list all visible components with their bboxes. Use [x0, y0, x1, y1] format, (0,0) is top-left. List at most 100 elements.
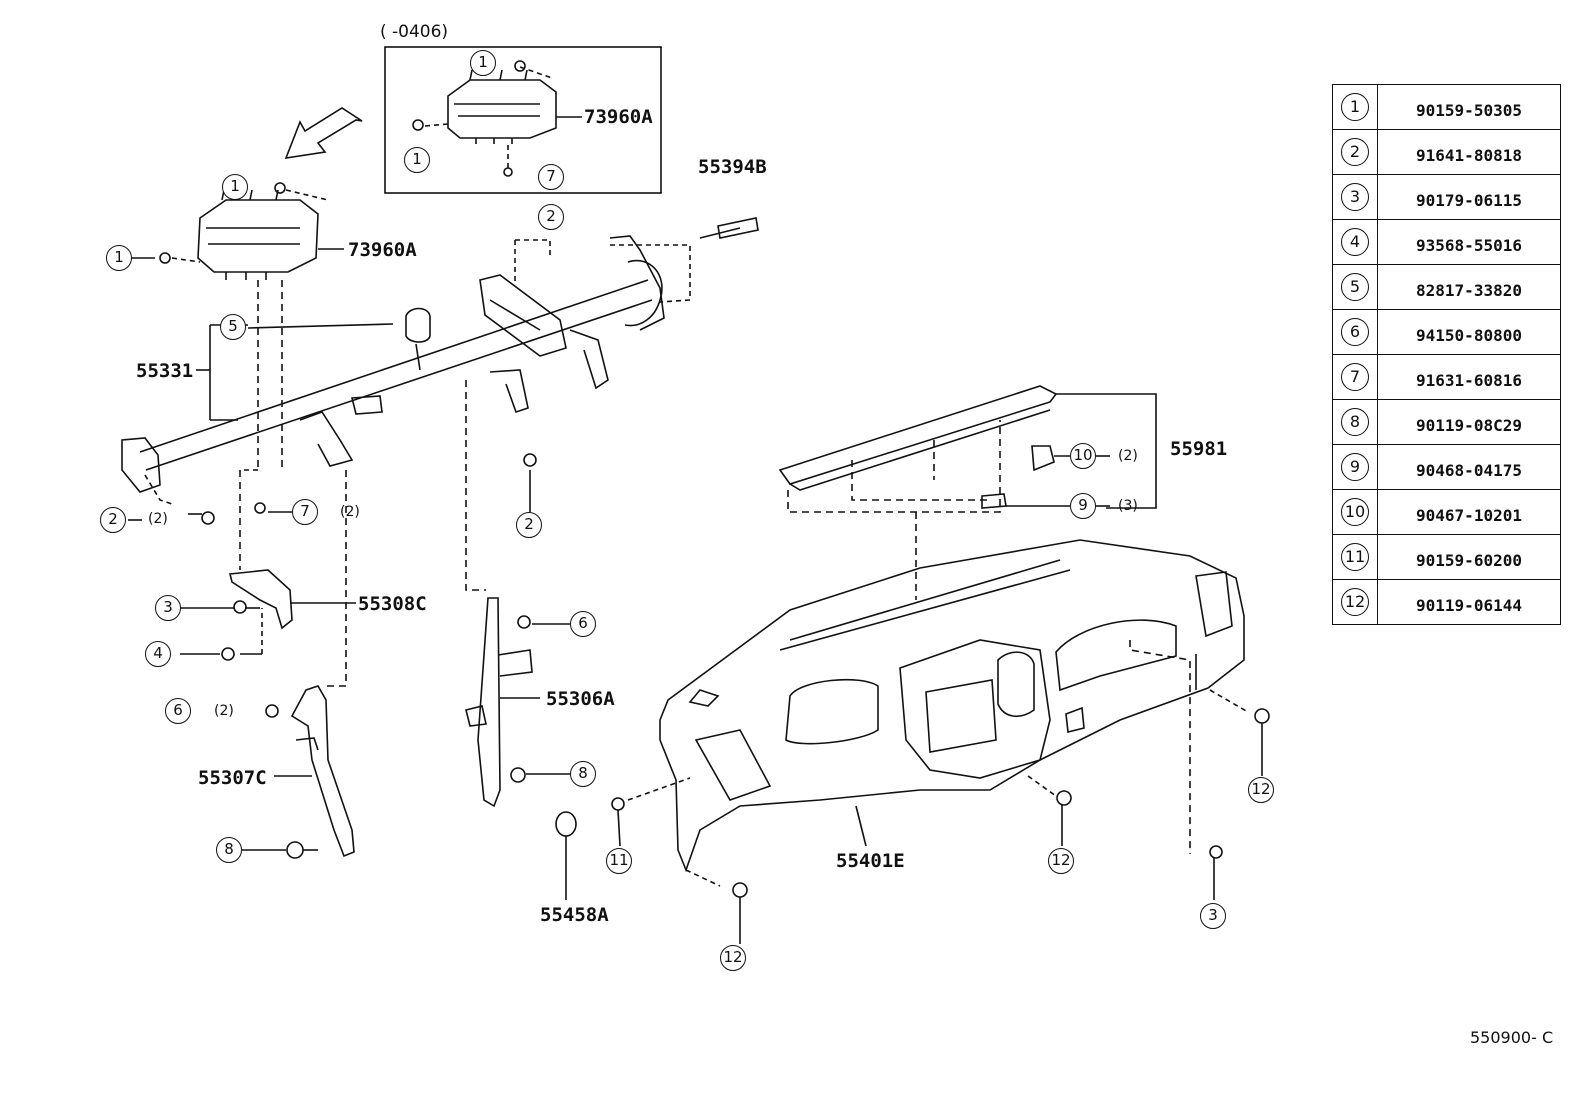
- part-key-number: 4: [1341, 228, 1369, 256]
- bracket-55308c-drawing: [221, 469, 356, 661]
- part-table-key-cell: 10: [1332, 489, 1378, 535]
- qty-7-main: (2): [340, 504, 360, 520]
- callout-3-left: 3: [155, 595, 181, 621]
- label-55331: 55331: [136, 360, 194, 382]
- part-key-number: 7: [1341, 363, 1369, 391]
- part-table-key-cell: 3: [1332, 174, 1378, 220]
- part-table-key-cell: 6: [1332, 309, 1378, 355]
- part-table-key-cell: 4: [1332, 219, 1378, 265]
- part-key-number: 8: [1341, 408, 1369, 436]
- reinforcement-drawing: [121, 217, 759, 525]
- callout-10: 10: [1070, 443, 1096, 469]
- part-table-key-cell: 2: [1332, 129, 1378, 175]
- part-table-row: 10 90467-10201: [1332, 489, 1561, 535]
- part-number: 90179-06115: [1377, 174, 1561, 220]
- callout-1-main-left: 1: [106, 245, 132, 271]
- inset-frame: [384, 46, 662, 194]
- callout-1-inset-top: 1: [470, 50, 496, 76]
- part-number: 91631-60816: [1377, 354, 1561, 400]
- part-key-number: 10: [1341, 498, 1369, 526]
- part-table-key-cell: 11: [1332, 534, 1378, 580]
- direction-arrow: [284, 107, 363, 160]
- leader-lines: [128, 257, 1110, 851]
- part-number: 90468-04175: [1377, 444, 1561, 490]
- part-key-number: 1: [1341, 93, 1369, 121]
- label-55307c: 55307C: [198, 767, 267, 789]
- callout-4: 4: [145, 641, 171, 667]
- callout-1-main-top: 1: [222, 174, 248, 200]
- part-table-row: 4 93568-55016: [1332, 219, 1561, 265]
- callout-12-center: 12: [1048, 848, 1074, 874]
- label-73960a-inset: 73960A: [584, 106, 653, 128]
- part-table-row: 6 94150-80800: [1332, 309, 1561, 355]
- callout-2-top: 2: [538, 204, 564, 230]
- callout-7-main: 7: [292, 499, 318, 525]
- qty-2-left: (2): [148, 511, 168, 527]
- part-table-row: 8 90119-08C29: [1332, 399, 1561, 445]
- part-table-key-cell: 7: [1332, 354, 1378, 400]
- part-table-row: 3 90179-06115: [1332, 174, 1561, 220]
- airbag-inset-drawing: [412, 60, 582, 177]
- diagram-code: 550900- C: [1470, 1028, 1554, 1047]
- label-55394b: 55394B: [698, 156, 767, 178]
- part-key-number: 3: [1341, 183, 1369, 211]
- label-55308c: 55308C: [358, 593, 427, 615]
- bracket-55307c-drawing: [265, 470, 355, 859]
- callout-12-right: 12: [1248, 777, 1274, 803]
- part-number: 90467-10201: [1377, 489, 1561, 535]
- part-key-number: 11: [1341, 543, 1369, 571]
- part-table-row: 5 82817-33820: [1332, 264, 1561, 310]
- label-73960a-main: 73960A: [348, 239, 417, 261]
- part-number: 94150-80800: [1377, 309, 1561, 355]
- part-table-row: 1 90159-50305: [1332, 84, 1561, 130]
- inset-date-note: ( -0406): [380, 22, 449, 42]
- part-table-key-cell: 8: [1332, 399, 1378, 445]
- part-number-table: 1 90159-50305 2 91641-80818 3 90179-06115 4 935…: [1332, 84, 1561, 625]
- callout-3-right: 3: [1200, 903, 1226, 929]
- part-number: 90119-06144: [1377, 579, 1561, 625]
- label-55401e: 55401E: [836, 850, 905, 872]
- callout-1-inset-left: 1: [404, 147, 430, 173]
- airbag-main-drawing: [159, 182, 344, 470]
- part-table-row: 12 90119-06144: [1332, 579, 1561, 625]
- part-table-key-cell: 12: [1332, 579, 1378, 625]
- qty-10: (2): [1118, 448, 1138, 464]
- part-number: 90159-50305: [1377, 84, 1561, 130]
- qty-9: (3): [1118, 498, 1138, 514]
- callout-2-lower: 2: [516, 512, 542, 538]
- part-key-number: 6: [1341, 318, 1369, 346]
- label-55306a: 55306A: [546, 688, 615, 710]
- part-table-row: 9 90468-04175: [1332, 444, 1561, 490]
- qty-6-left: (2): [214, 703, 234, 719]
- part-table-key-cell: 9: [1332, 444, 1378, 490]
- part-table-key-cell: 5: [1332, 264, 1378, 310]
- defroster-55981-drawing: [778, 385, 1157, 600]
- part-number: 91641-80818: [1377, 129, 1561, 175]
- part-key-number: 2: [1341, 138, 1369, 166]
- part-key-number: 12: [1341, 588, 1369, 616]
- part-number: 82817-33820: [1377, 264, 1561, 310]
- part-key-number: 9: [1341, 453, 1369, 481]
- callout-7-inset: 7: [538, 164, 564, 190]
- label-55981: 55981: [1170, 438, 1228, 460]
- callout-6-right: 6: [570, 611, 596, 637]
- part-table-row: 11 90159-60200: [1332, 534, 1561, 580]
- part-table-key-cell: 1: [1332, 84, 1378, 130]
- part-table-row: 2 91641-80818: [1332, 129, 1561, 175]
- callout-5: 5: [220, 314, 246, 340]
- part-number: 93568-55016: [1377, 219, 1561, 265]
- callout-8-left: 8: [216, 837, 242, 863]
- callout-11: 11: [606, 848, 632, 874]
- instrument-panel-drawing: [555, 539, 1270, 944]
- part-number: 90159-60200: [1377, 534, 1561, 580]
- label-55458a: 55458A: [540, 904, 609, 926]
- part-table-row: 7 91631-60816: [1332, 354, 1561, 400]
- callout-6-left: 6: [165, 698, 191, 724]
- callout-2-left: 2: [100, 507, 126, 533]
- callout-12-bottom: 12: [720, 945, 746, 971]
- callout-8-right: 8: [570, 761, 596, 787]
- part-key-number: 5: [1341, 273, 1369, 301]
- callout-9: 9: [1070, 493, 1096, 519]
- part-number: 90119-08C29: [1377, 399, 1561, 445]
